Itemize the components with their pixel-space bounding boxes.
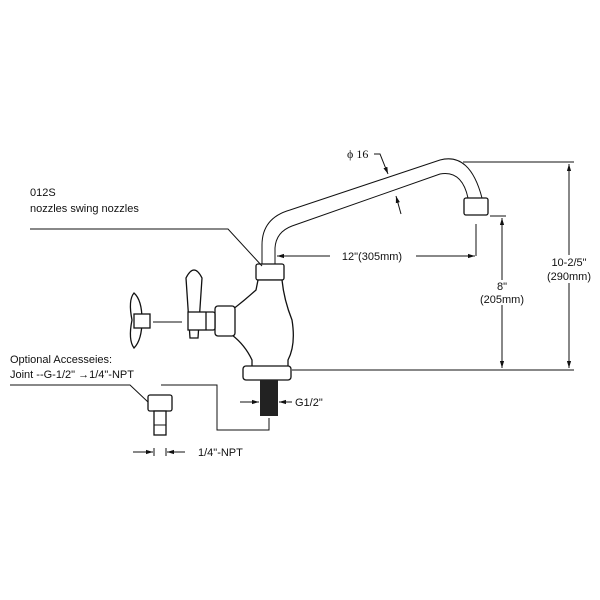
aerator-nozzle [463,197,489,216]
faucet-body [204,263,294,416]
reach-dimension: 12"(305mm) [342,251,402,263]
model-description: nozzles swing nozzles [30,203,139,215]
diameter-label: ϕ 16 [347,147,368,161]
cross-handle [129,292,182,349]
spout-height-in: 8" [497,281,507,293]
spout [261,158,489,265]
lever-handle [185,269,207,339]
accessory-title: Optional Accesseies: [10,354,112,366]
inlet-thread-label: G1/2" [295,397,323,409]
joint-fitting [147,394,173,436]
spout-height-mm: (205mm) [480,294,524,306]
total-height-mm: (290mm) [547,271,591,283]
threaded-stem [260,380,278,416]
total-height-in: 10-2/5" [551,257,586,269]
accessory-description: Joint --G-1/2" →1/4"-NPT [10,369,134,381]
model-label: 012S [30,187,56,199]
joint-thread-label: 1/4"-NPT [198,447,243,459]
